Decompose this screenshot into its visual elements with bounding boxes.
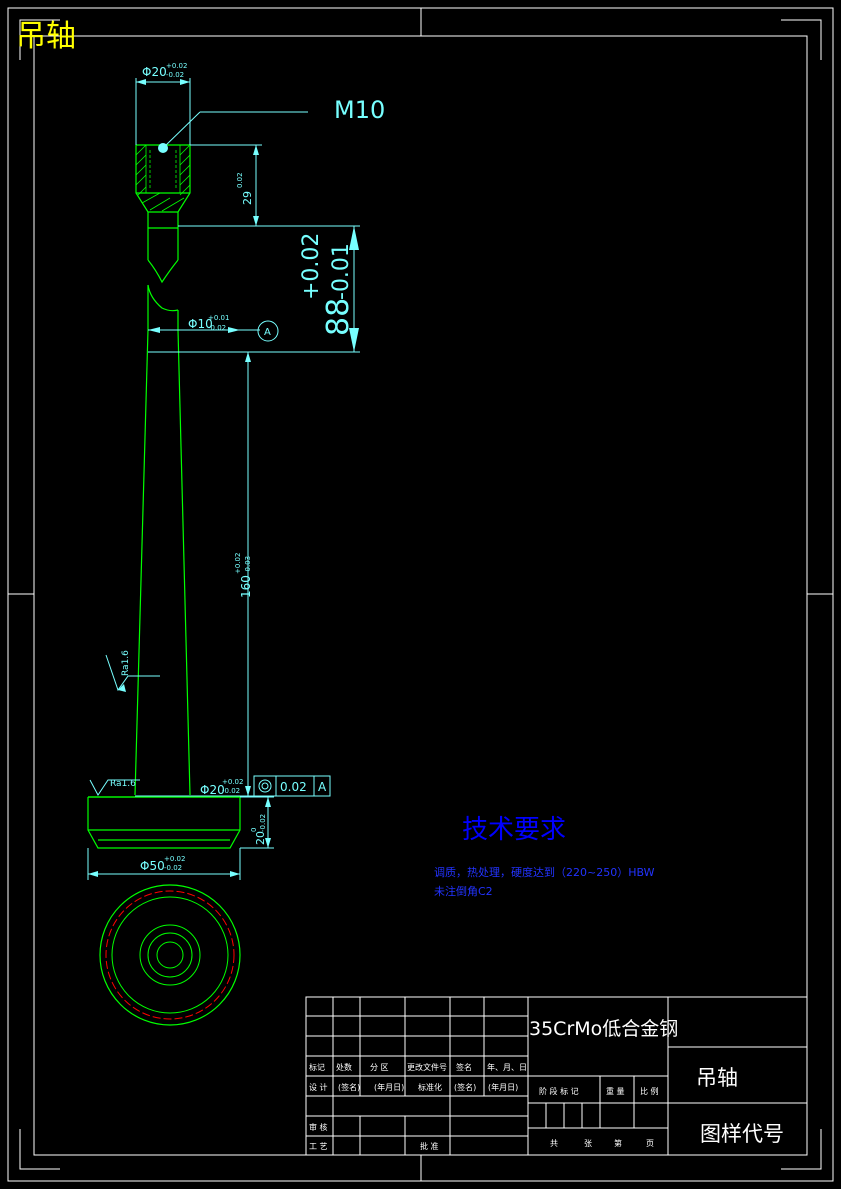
dim-neck-dia-tol-up: +0.01	[208, 314, 229, 322]
row-standard: 标准化	[418, 1082, 442, 1092]
tech-req-line-1: 调质，热处理，硬度达到（220~250）HBW	[434, 865, 655, 879]
row-design-date: (年月日)	[374, 1082, 404, 1092]
roughness-1: Ra1.6	[121, 650, 131, 676]
dim-taper-length: 160	[239, 575, 253, 598]
row-standard-sign: (签名)	[454, 1082, 476, 1092]
dim-flange-thick-tol-dn: -0.02	[259, 814, 267, 832]
dim-neck-dia-tol-dn: -0.02	[208, 324, 226, 332]
thread-label: M10	[334, 96, 385, 124]
header-zone: 分 区	[370, 1063, 389, 1072]
dim-base-dia: Φ20	[200, 783, 225, 797]
title-block-texts: 35CrMo低合金钢 吊轴 图样代号 标记 处数 分 区 更改文件号 签名 年、…	[309, 1018, 784, 1151]
dim-length: 88	[321, 298, 356, 336]
dimension-arrows	[88, 79, 359, 877]
dim-taper-tol-dn: -0.03	[244, 556, 252, 574]
dim-neck-dia: Φ10	[188, 317, 213, 331]
row-process: 工 艺	[309, 1142, 328, 1151]
dim-flange-dia-tol-up: +0.02	[164, 855, 185, 863]
dim-flange-dia: Φ50	[140, 859, 165, 873]
dim-flange-dia-tol-dn: -0.02	[164, 864, 182, 872]
dimension-lines	[87, 78, 360, 880]
dim-top-dia-tol-dn: -0.02	[166, 71, 184, 79]
page-label: 页	[646, 1139, 654, 1148]
weight-label: 重 量	[606, 1086, 625, 1096]
page-no-label: 第	[614, 1138, 622, 1148]
part-outline	[87, 144, 241, 849]
stage-mark: 阶 段 标 记	[539, 1086, 579, 1096]
dim-base-dia-tol-dn: -0.02	[222, 787, 240, 795]
datum-label: A	[264, 327, 271, 338]
header-sign: 签名	[456, 1062, 472, 1072]
dim-length-tol-up: +0.02	[299, 233, 324, 300]
header-docno: 更改文件号	[407, 1062, 447, 1072]
dim-taper-tol-up: +0.02	[234, 553, 242, 574]
top-view	[99, 884, 241, 1026]
part-name: 吊轴	[696, 1066, 738, 1090]
row-approve: 批 准	[420, 1141, 439, 1151]
tech-req-line-2: 未注倒角C2	[434, 884, 493, 898]
runout-value: 0.02	[280, 780, 307, 794]
section-hatch	[135, 144, 191, 212]
total-sheets: 共	[550, 1139, 558, 1148]
dim-thread-depth: 29	[241, 191, 254, 205]
dim-flange-thick-tol-up: 0	[250, 828, 258, 832]
dim-flange-thick: 20	[254, 831, 267, 845]
row-design: 设 计	[309, 1082, 328, 1092]
sheet-frame	[7, 7, 834, 1182]
dim-top-dia-tol-up: +0.02	[166, 62, 187, 70]
row-check: 审 核	[309, 1122, 328, 1132]
header-date: 年、月、日	[487, 1062, 527, 1072]
roughness-2: Ra1.6	[110, 779, 136, 789]
dim-length-tol-dn: -0.01	[329, 243, 354, 300]
dimension-texts: Φ20 +0.02 -0.02 M10 29 0.02 88 +0.02 -0.…	[110, 62, 385, 873]
corner-title: 吊轴	[16, 19, 76, 54]
row-design-sign: (签名)	[338, 1082, 360, 1092]
scale-label: 比 例	[640, 1086, 659, 1096]
sheet-label: 张	[584, 1139, 592, 1148]
header-mark: 标记	[309, 1062, 325, 1072]
dim-top-dia: Φ20	[142, 65, 167, 79]
dim-thread-depth-tol: 0.02	[236, 172, 244, 188]
drawing-number: 图样代号	[700, 1122, 784, 1146]
runout-datum: A	[318, 780, 327, 794]
dim-base-dia-tol-up: +0.02	[222, 778, 243, 786]
header-count: 处数	[336, 1062, 352, 1072]
title-block	[305, 996, 808, 1156]
row-standard-date: (年月日)	[488, 1082, 518, 1092]
tech-req-heading: 技术要求	[462, 815, 566, 845]
material: 35CrMo低合金钢	[529, 1018, 678, 1040]
